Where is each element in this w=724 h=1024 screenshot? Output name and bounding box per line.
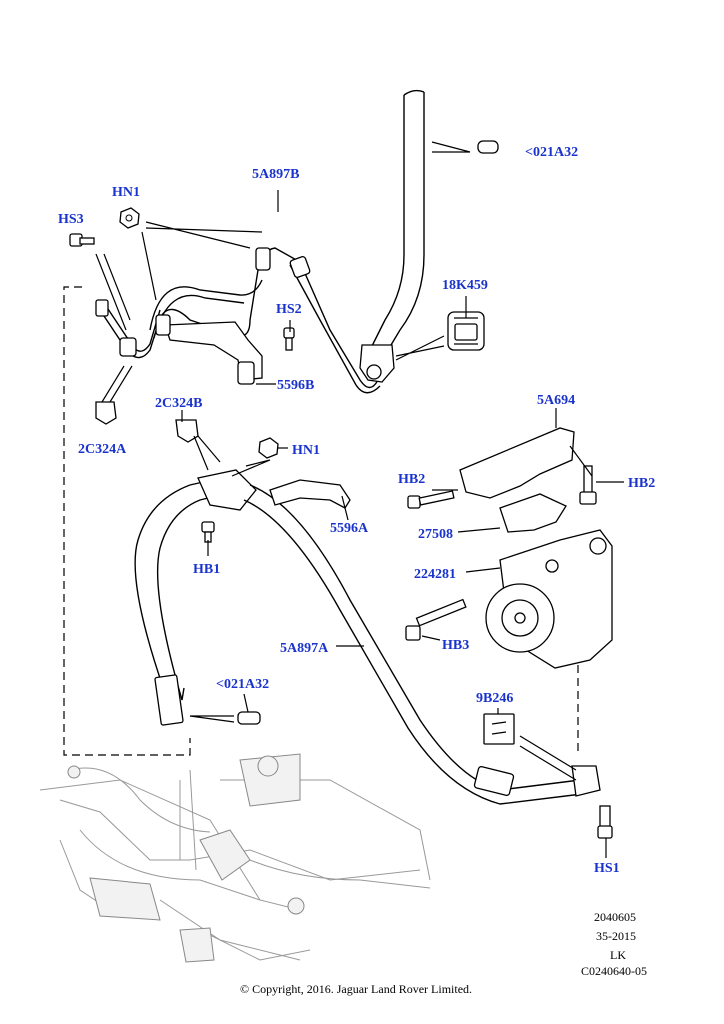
label-5596a: 5596A — [330, 521, 369, 536]
supply-hose-upper — [359, 89, 425, 383]
label-hs3: HS3 — [58, 212, 84, 227]
label-5a694: 5A694 — [537, 393, 575, 408]
clip-021a32-top — [477, 140, 499, 154]
seal-kit-9b246 — [483, 713, 515, 745]
bolt-hb3 — [405, 598, 467, 641]
bracket-5a694 — [459, 427, 575, 499]
leader-lines — [95, 141, 624, 858]
bolt-hb2-right — [579, 465, 597, 505]
label-hb2-right: HB2 — [628, 476, 655, 491]
drawing-code: C0240640-05 — [581, 964, 647, 978]
label-hn1-top: HN1 — [112, 185, 140, 200]
drawing-number: 2040605 — [594, 910, 636, 924]
clip-021a32-low — [237, 711, 261, 725]
nut-hn1-hole — [125, 214, 133, 222]
label-hb1: HB1 — [193, 562, 220, 577]
label-hs1: HS1 — [594, 861, 620, 876]
vehicle-context-illustration — [39, 753, 431, 963]
bolt-hb2-left — [407, 490, 455, 509]
drawing-date: 35-2015 — [596, 929, 636, 943]
label-5596b: 5596B — [277, 378, 314, 393]
bolt-hs2 — [283, 327, 295, 351]
label-hn1-mid: HN1 — [292, 443, 320, 458]
seal-2c324a — [95, 401, 117, 425]
label-5a897b: 5A897B — [252, 167, 299, 182]
bolt-hs3 — [69, 233, 95, 247]
label-27508: 27508 — [418, 527, 453, 542]
label-021a32-top: <021A32 — [525, 145, 578, 160]
label-9b246: 9B246 — [476, 691, 513, 706]
pump-224281 — [485, 529, 613, 669]
heat-shield-27508 — [499, 493, 567, 533]
pressure-hose-5a897a — [134, 469, 601, 805]
bolt-hs1 — [597, 805, 613, 839]
label-021a32-low: <021A32 — [216, 677, 269, 692]
drawing-region: LK — [610, 948, 626, 962]
label-18k459: 18K459 — [442, 278, 488, 293]
label-2c324b: 2C324B — [155, 396, 202, 411]
bolt-hb1 — [201, 521, 215, 543]
label-224281: 224281 — [414, 567, 456, 582]
label-2c324a: 2C324A — [78, 442, 127, 457]
label-hb2-left: HB2 — [398, 472, 425, 487]
label-hb3: HB3 — [442, 638, 469, 653]
bracket-5596a — [269, 479, 351, 509]
copyright-notice: © Copyright, 2016. Jaguar Land Rover Lim… — [240, 982, 472, 996]
nut-hn1-mid — [258, 437, 279, 459]
dashed-boundary — [63, 286, 191, 756]
hose-clamp-18k459 — [447, 311, 485, 351]
label-5a897a: 5A897A — [280, 641, 329, 656]
seal-2c324b — [175, 419, 199, 443]
upper-pipe-assembly — [95, 247, 381, 394]
label-hs2: HS2 — [276, 302, 302, 317]
